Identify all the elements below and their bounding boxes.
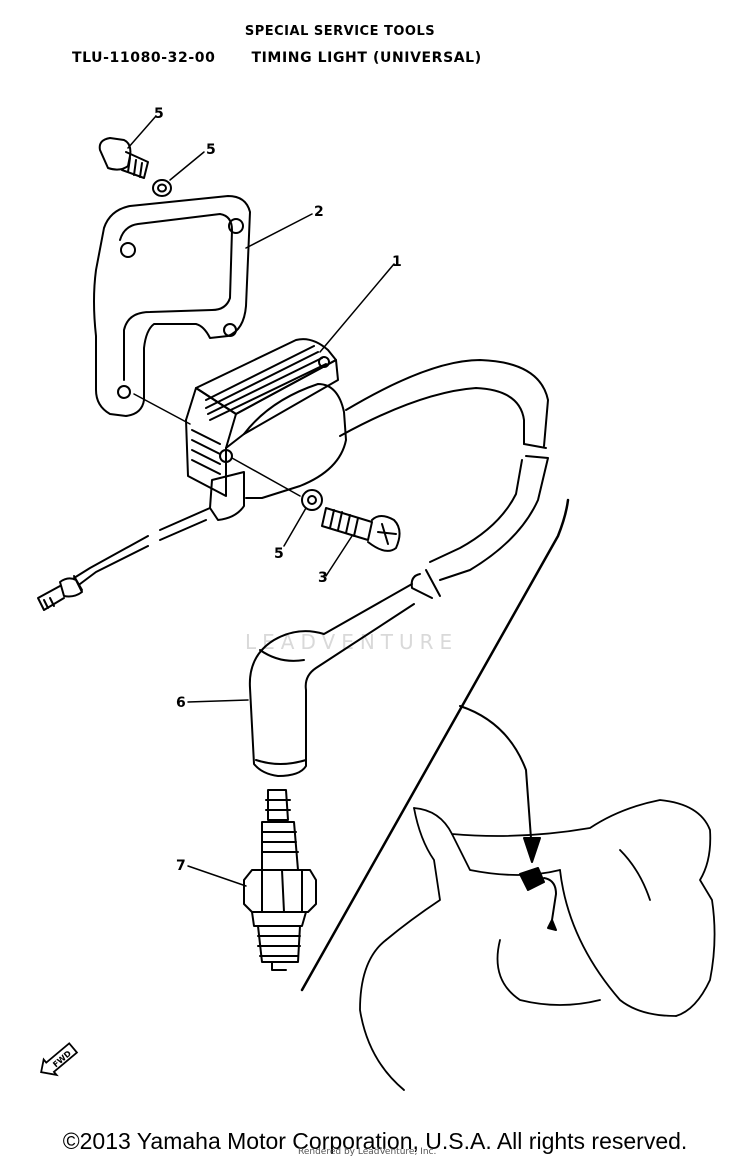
part-3-screw — [321, 507, 401, 552]
coil-location-icon — [519, 867, 557, 931]
part-number: TLU-11080-32-00 — [72, 50, 216, 66]
part-heading: TLU-11080-32-00 TIMING LIGHT (UNIVERSAL) — [72, 50, 482, 66]
callout-6: 6 — [176, 695, 186, 711]
location-arrow — [459, 705, 541, 863]
callout-2: 2 — [314, 204, 324, 220]
section-title: SPECIAL SERVICE TOOLS — [244, 24, 436, 39]
callout-5-top: 5 — [206, 142, 216, 158]
part-7-spark-plug — [243, 789, 317, 971]
callout-7: 7 — [176, 858, 186, 874]
part-4-screw — [98, 137, 149, 179]
forward-direction-marker: FWD — [40, 1042, 79, 1077]
high-tension-cable — [339, 359, 549, 599]
callout-1: 1 — [392, 254, 402, 270]
callout-3: 3 — [318, 570, 328, 586]
part-5-washer-top — [152, 179, 172, 197]
part-2-bracket — [93, 195, 251, 417]
callout-4: 5 — [154, 106, 164, 122]
part-6-plug-cap — [248, 583, 415, 777]
motorcycle-silhouette — [359, 799, 716, 1091]
part-1-coil — [185, 338, 347, 521]
rendered-by-credit: Rendered by LeadVenture, Inc. — [298, 1147, 437, 1157]
part-5-washer-lower — [301, 489, 323, 511]
low-tension-lead — [37, 507, 211, 611]
watermark-text: LEADVENTURE — [245, 630, 459, 654]
divider-line — [300, 498, 570, 992]
part-name: TIMING LIGHT (UNIVERSAL) — [251, 50, 482, 66]
callout-5-lower: 5 — [274, 546, 284, 562]
copyright-notice: ©2013 Yamaha Motor Corporation, U.S.A. A… — [62, 1128, 688, 1154]
